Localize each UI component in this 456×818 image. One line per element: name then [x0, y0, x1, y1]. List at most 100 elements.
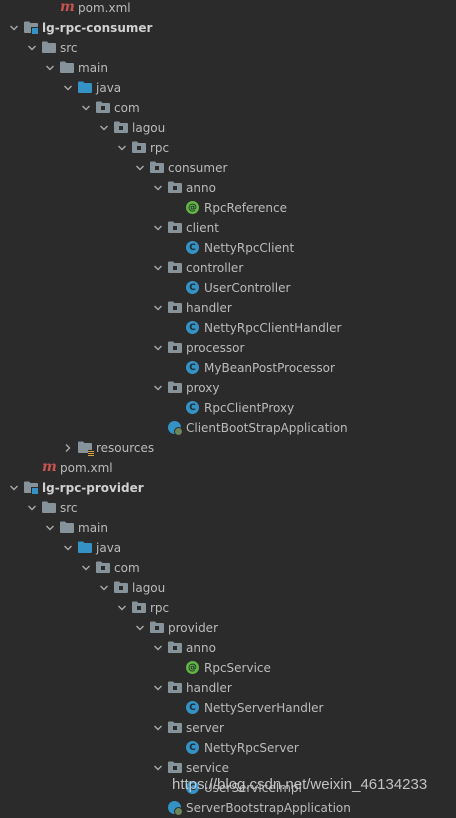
tree-node[interactable]: @RpcService: [0, 658, 456, 678]
chevron-down-icon[interactable]: [62, 78, 74, 98]
tree-node-label: service: [186, 761, 229, 775]
chevron-down-icon[interactable]: [152, 218, 164, 238]
package-icon: [132, 141, 146, 155]
source-folder-icon: [78, 541, 92, 555]
tree-node[interactable]: ServerBootstrapApplication: [0, 798, 456, 818]
tree-node-module[interactable]: lg-rpc-consumer: [0, 18, 456, 38]
tree-node[interactable]: @RpcReference: [0, 198, 456, 218]
package-icon: [168, 221, 182, 235]
folder-icon: [60, 61, 74, 75]
chevron-down-icon[interactable]: [116, 598, 128, 618]
tree-node[interactable]: anno: [0, 638, 456, 658]
tree-node-label: NettyRpcServer: [204, 741, 299, 755]
chevron-right-icon[interactable]: [62, 438, 74, 458]
tree-node[interactable]: java: [0, 78, 456, 98]
package-icon: [168, 721, 182, 735]
tree-node-label: UserController: [204, 281, 291, 295]
chevron-down-icon[interactable]: [152, 638, 164, 658]
class-icon: C: [186, 401, 199, 414]
tree-node[interactable]: provider: [0, 618, 456, 638]
tree-node[interactable]: handler: [0, 678, 456, 698]
tree-node[interactable]: rpc: [0, 138, 456, 158]
folder-icon: [42, 41, 56, 55]
tree-node-label: NettyServerHandler: [204, 701, 324, 715]
tree-node[interactable]: com: [0, 98, 456, 118]
tree-node-label: proxy: [186, 381, 220, 395]
tree-node[interactable]: C UserServiceImpl: [0, 778, 456, 798]
chevron-down-icon[interactable]: [152, 338, 164, 358]
chevron-down-icon[interactable]: [44, 58, 56, 78]
chevron-down-icon[interactable]: [26, 498, 38, 518]
chevron-down-icon[interactable]: [152, 258, 164, 278]
chevron-down-icon[interactable]: [8, 478, 20, 498]
tree-node-label: lg-rpc-consumer: [42, 21, 153, 35]
tree-node[interactable]: main: [0, 58, 456, 78]
chevron-down-icon[interactable]: [116, 138, 128, 158]
chevron-down-icon[interactable]: [152, 758, 164, 778]
tree-node-label: provider: [168, 621, 218, 635]
chevron-down-icon[interactable]: [44, 518, 56, 538]
tree-node[interactable]: main: [0, 518, 456, 538]
tree-node[interactable]: client: [0, 218, 456, 238]
package-icon: [168, 301, 182, 315]
tree-node[interactable]: lagou: [0, 578, 456, 598]
chevron-down-icon[interactable]: [134, 618, 146, 638]
tree-node-label: src: [60, 501, 78, 515]
chevron-down-icon[interactable]: [98, 118, 110, 138]
chevron-down-icon[interactable]: [152, 378, 164, 398]
chevron-down-icon[interactable]: [152, 718, 164, 738]
tree-node[interactable]: java: [0, 538, 456, 558]
chevron-down-icon[interactable]: [152, 298, 164, 318]
tree-node[interactable]: handler: [0, 298, 456, 318]
tree-node[interactable]: com: [0, 558, 456, 578]
chevron-down-icon[interactable]: [8, 18, 20, 38]
tree-node-label: ServerBootstrapApplication: [186, 801, 351, 815]
chevron-down-icon[interactable]: [26, 38, 38, 58]
chevron-down-icon[interactable]: [134, 158, 146, 178]
tree-node-label: com: [114, 561, 140, 575]
tree-node[interactable]: anno: [0, 178, 456, 198]
tree-node[interactable]: src: [0, 38, 456, 58]
chevron-down-icon[interactable]: [80, 98, 92, 118]
class-icon: C: [186, 281, 199, 294]
package-icon: [168, 641, 182, 655]
tree-node[interactable]: service: [0, 758, 456, 778]
tree-node[interactable]: src: [0, 498, 456, 518]
resources-folder-icon: [78, 441, 94, 456]
tree-node[interactable]: ClientBootStrapApplication: [0, 418, 456, 438]
tree-node-label: UserServiceImpl: [204, 781, 302, 795]
package-icon: [150, 621, 164, 635]
module-folder-icon: [24, 481, 39, 495]
package-icon: [168, 761, 182, 775]
tree-node-module[interactable]: lg-rpc-provider: [0, 478, 456, 498]
tree-node[interactable]: lagou: [0, 118, 456, 138]
tree-node-label: processor: [186, 341, 245, 355]
chevron-down-icon[interactable]: [152, 178, 164, 198]
tree-node[interactable]: controller: [0, 258, 456, 278]
chevron-down-icon[interactable]: [62, 538, 74, 558]
tree-node-label: handler: [186, 681, 232, 695]
tree-node-label: pom.xml: [60, 461, 113, 475]
tree-node-label: ClientBootStrapApplication: [186, 421, 348, 435]
tree-node[interactable]: resources: [0, 438, 456, 458]
tree-node[interactable]: server: [0, 718, 456, 738]
chevron-down-icon[interactable]: [98, 578, 110, 598]
chevron-down-icon[interactable]: [80, 558, 92, 578]
tree-node[interactable]: rpc: [0, 598, 456, 618]
class-icon: C: [186, 781, 199, 794]
tree-node[interactable]: proxy: [0, 378, 456, 398]
tree-node[interactable]: consumer: [0, 158, 456, 178]
tree-node[interactable]: C UserController: [0, 278, 456, 298]
tree-node[interactable]: processor: [0, 338, 456, 358]
tree-node-label: client: [186, 221, 219, 235]
chevron-down-icon[interactable]: [152, 678, 164, 698]
